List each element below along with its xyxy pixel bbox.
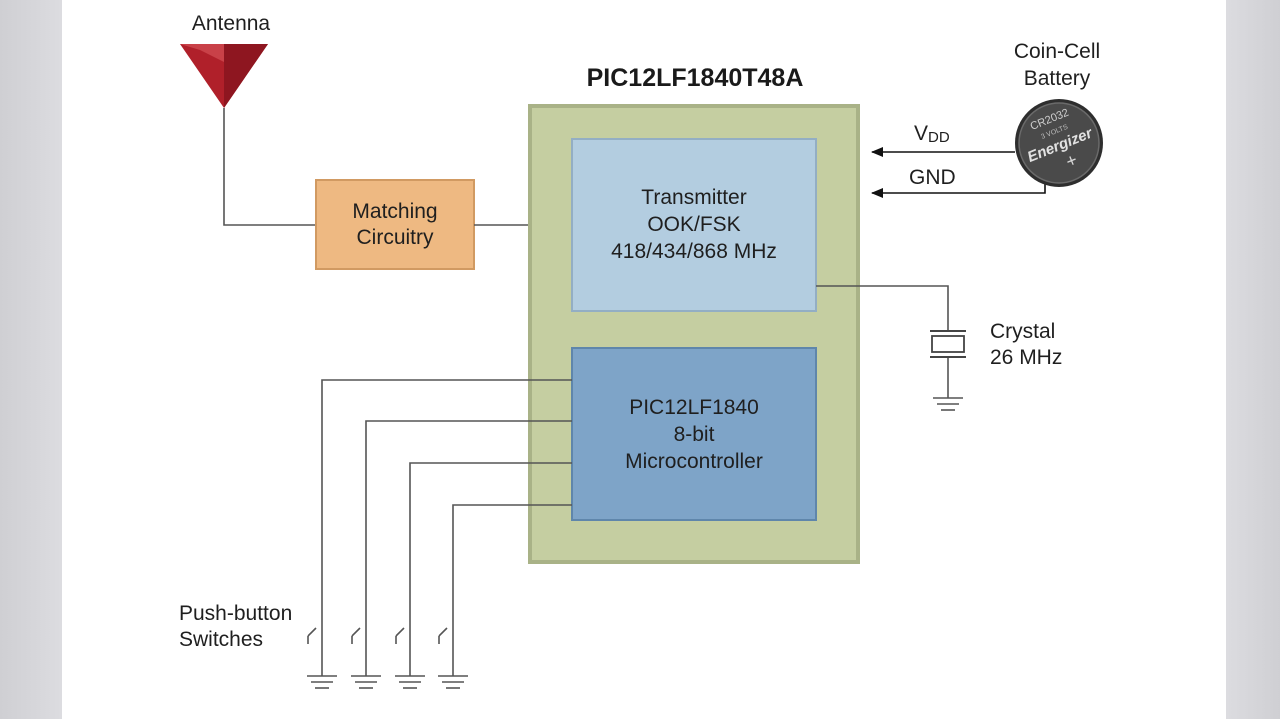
transmitter-label-line3: 418/434/868 MHz (611, 240, 777, 263)
crystal-icon (930, 330, 966, 358)
gnd-label: GND (909, 166, 956, 189)
push-button-switch-4 (438, 622, 468, 689)
switch-wire-3 (409, 462, 572, 622)
matching-circuitry-block (315, 179, 475, 270)
crystal-label-line1: Crystal (990, 320, 1055, 343)
push-button-switch-2 (351, 622, 381, 689)
matching-label-line2: Circuitry (357, 226, 434, 249)
vdd-label-subscript: DD (928, 129, 950, 146)
mcu-label-line2: 8-bit (674, 423, 715, 446)
antenna-wire (223, 108, 316, 226)
transmitter-label-line2: OOK/FSK (647, 213, 740, 236)
matching-label-line1: Matching (352, 200, 437, 223)
switch-wire-2 (365, 420, 572, 622)
right-frame (1226, 0, 1280, 719)
vdd-label: VDD (914, 122, 950, 146)
antenna-label: Antenna (192, 12, 271, 35)
battery-label-line2: Battery (1024, 67, 1091, 90)
microcontroller-block (571, 347, 817, 521)
block-diagram: Antenna Matching Circuitry PIC12LF1840T4… (179, 12, 1103, 689)
transmitter-label-line1: Transmitter (641, 186, 746, 209)
crystal-wire (816, 285, 949, 330)
coin-cell-battery-icon: CR2032 3 VOLTS Energizer + (1015, 99, 1103, 187)
switch-wire-4 (452, 504, 572, 622)
gnd-arrow (871, 178, 1046, 198)
crystal-label-line2: 26 MHz (990, 346, 1062, 369)
switches-label-line2: Switches (179, 628, 263, 651)
left-frame (0, 0, 62, 719)
transmitter-block (571, 138, 817, 312)
chip-title: PIC12LF1840T48A (587, 64, 804, 92)
mcu-label-line3: Microcontroller (625, 450, 763, 473)
vdd-label-main: V (914, 122, 928, 145)
mcu-label-line1: PIC12LF1840 (629, 396, 759, 419)
switches-label-line1: Push-button (179, 602, 292, 625)
diagram-canvas: Antenna Matching Circuitry PIC12LF1840T4… (62, 0, 1226, 719)
antenna-icon (180, 44, 268, 108)
switch-wire-1 (321, 379, 572, 622)
push-button-switch-3 (395, 622, 425, 689)
push-button-switch-1 (307, 622, 337, 689)
crystal-ground-icon (933, 397, 963, 411)
battery-label-line1: Coin-Cell (1014, 40, 1100, 63)
